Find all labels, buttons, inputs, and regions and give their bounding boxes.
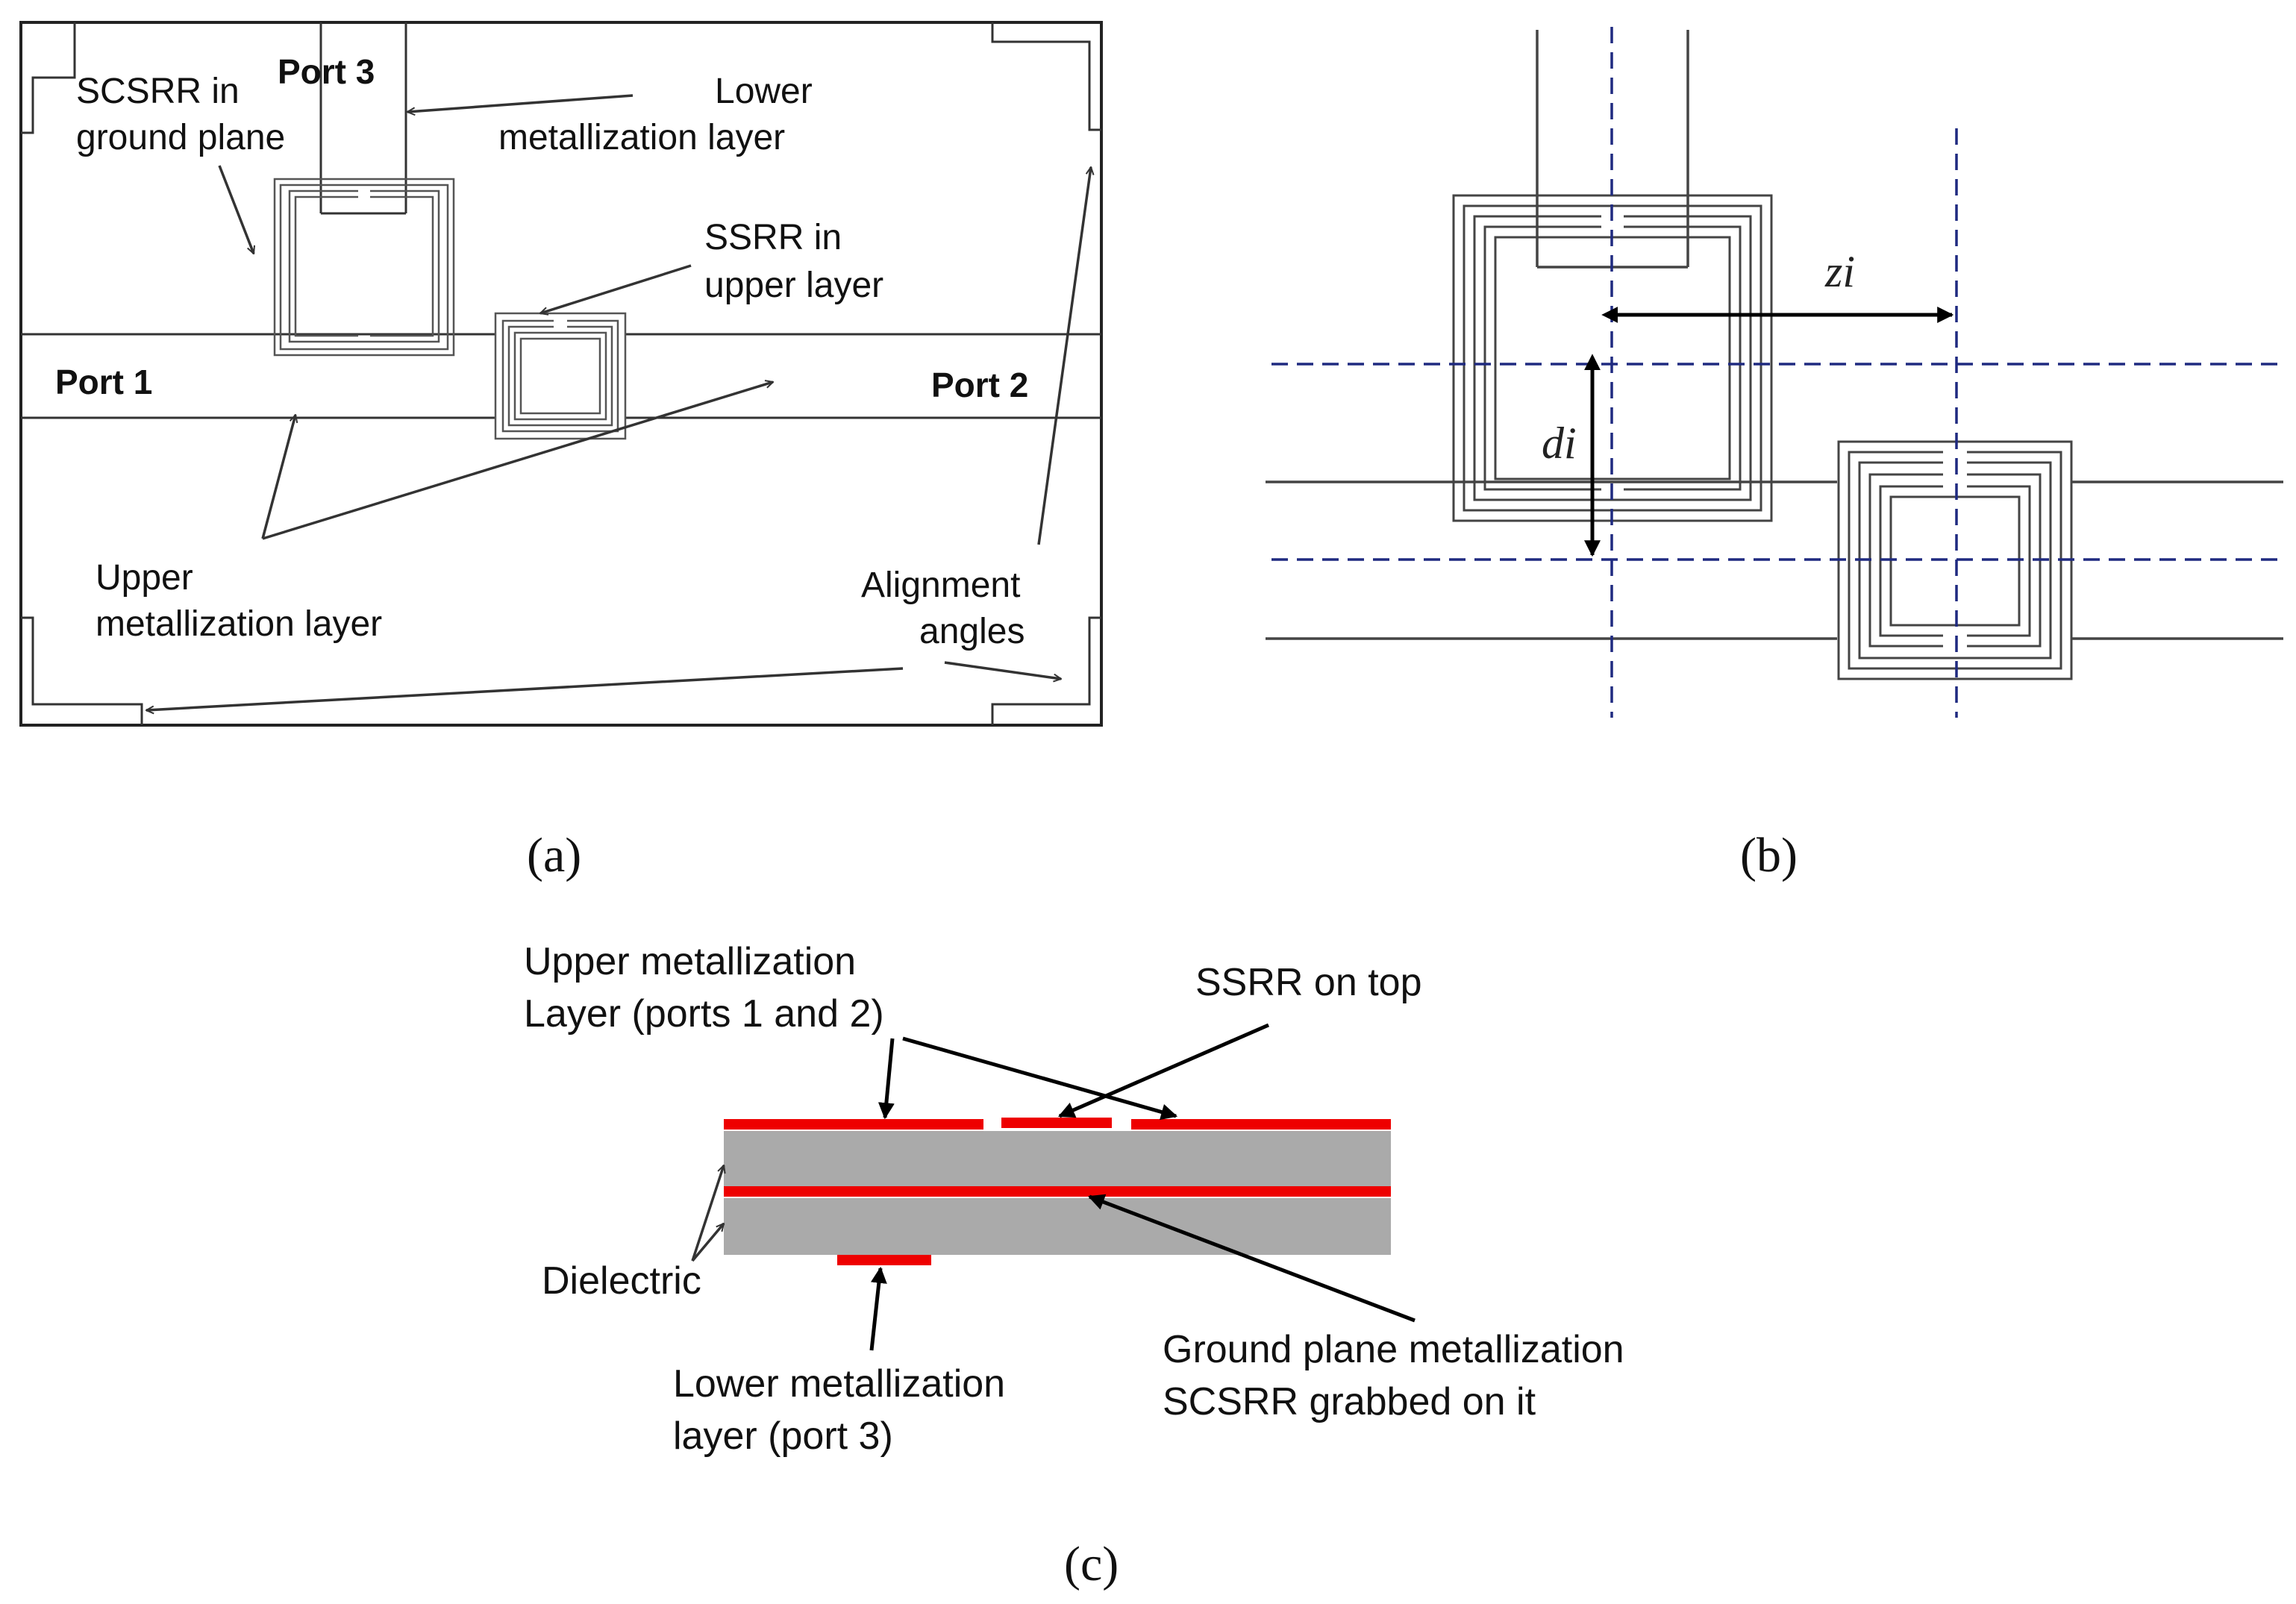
ssrr-metal: [1001, 1118, 1112, 1128]
panel-b: zi di (b): [1266, 27, 2285, 883]
upper-metal-left: [724, 1119, 983, 1130]
scsrr-label-line2: ground plane: [76, 118, 285, 157]
lower-metal-label-line2: layer (port 3): [673, 1415, 893, 1458]
caption-c: (c): [1064, 1537, 1119, 1591]
ground-plane-metal: [724, 1186, 1391, 1197]
caption-a: (a): [527, 828, 581, 883]
ssrr-ring-b: [1837, 440, 2073, 680]
port3-strip: [319, 22, 407, 215]
lower-layer-label-line2: metallization layer: [498, 118, 785, 157]
dielectric-lower: [724, 1198, 1391, 1255]
port3-label: Port 3: [278, 52, 375, 91]
lower-layer-label-line1: Lower: [715, 72, 813, 111]
upper-layer-label-line2: metallization layer: [96, 604, 382, 644]
upper-layer-label-line1: Upper: [96, 558, 193, 598]
upper-metal-label-line2: Layer (ports 1 and 2): [524, 992, 884, 1036]
ssrr-ring-a: [494, 312, 627, 440]
upper-metal-label-line1: Upper metallization: [524, 940, 856, 983]
dimension-arrows: [1584, 307, 1954, 557]
ssrr-top-label: SSRR on top: [1195, 961, 1422, 1004]
panel-c: Upper metallization Layer (ports 1 and 2…: [524, 940, 1624, 1591]
microstrip-line: [21, 333, 1101, 419]
lower-metal: [837, 1255, 931, 1265]
scsrr-ring-a: [273, 178, 455, 357]
alignment-angles: [21, 22, 1101, 725]
microstrip-line-b: [1266, 480, 2283, 640]
pointer-arrows-c: [691, 1023, 1416, 1351]
di-label: di: [1542, 419, 1577, 468]
ground-plane-label-line2: SCSRR grabbed on it: [1163, 1380, 1536, 1423]
lower-metal-label-line1: Lower metallization: [673, 1362, 1005, 1406]
ssrr-label-line1: SSRR in: [704, 218, 842, 257]
ground-plane-label-line1: Ground plane metallization: [1163, 1328, 1624, 1371]
ssrr-label-line2: upper layer: [704, 266, 883, 305]
alignment-label-line2: angles: [919, 612, 1025, 651]
zi-label: zi: [1824, 247, 1855, 296]
port2-label: Port 2: [931, 366, 1028, 404]
caption-b: (b): [1740, 828, 1798, 883]
port1-label: Port 1: [55, 363, 152, 401]
upper-metal-right: [1131, 1119, 1391, 1130]
dashed-guides: [1271, 27, 2285, 718]
board-outline: [19, 21, 1103, 727]
alignment-label-line1: Alignment: [861, 566, 1020, 605]
panel-a: Port 3 Port 1 Port 2 SCSRR in ground pla…: [19, 21, 1103, 883]
scsrr-label-line1: SCSRR in: [76, 72, 240, 111]
dielectric-label: Dielectric: [542, 1259, 701, 1303]
dielectric-upper: [724, 1131, 1391, 1188]
pointer-arrows-a: [146, 94, 1091, 710]
